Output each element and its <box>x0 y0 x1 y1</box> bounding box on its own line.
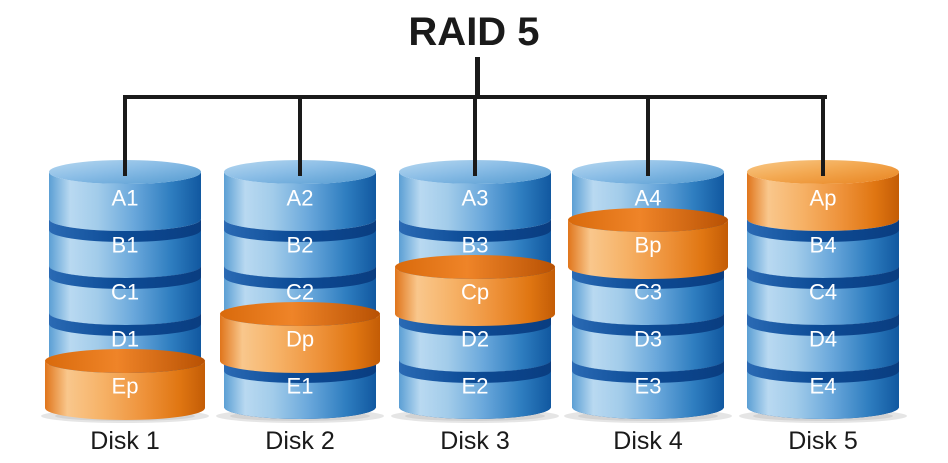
disk-label: Disk 4 <box>613 427 683 455</box>
data-block <box>747 371 899 419</box>
block-label: C3 <box>634 280 662 305</box>
block-label: E2 <box>462 374 489 399</box>
data-block <box>747 324 899 372</box>
block-label: E4 <box>810 374 837 399</box>
parity-block <box>45 361 205 420</box>
block-label: Ep <box>112 374 139 399</box>
block-label: Ap <box>810 186 837 211</box>
block-label: B4 <box>810 233 837 258</box>
parity-block <box>568 220 728 279</box>
disk-connector-line <box>123 95 127 176</box>
block-label: B1 <box>112 233 139 258</box>
parity-rim <box>395 255 555 279</box>
data-block <box>224 230 376 278</box>
block-label: Dp <box>286 327 314 352</box>
data-block <box>747 277 899 325</box>
block-label: Cp <box>461 280 489 305</box>
data-block <box>49 230 201 278</box>
data-block <box>399 324 551 372</box>
block-label: E1 <box>287 374 314 399</box>
parity-block <box>220 314 380 373</box>
block-label: A1 <box>112 186 139 211</box>
disk-connector-line <box>473 95 477 176</box>
data-block <box>49 172 201 231</box>
block-label: C1 <box>111 280 139 305</box>
parity-rim <box>45 349 205 373</box>
disk-label: Disk 1 <box>90 427 160 455</box>
disk-connector-line <box>821 95 825 176</box>
parity-rim <box>568 208 728 232</box>
block-label: D1 <box>111 327 139 352</box>
data-block <box>49 277 201 325</box>
disk-connector-line <box>646 95 650 176</box>
block-label: E3 <box>635 374 662 399</box>
data-block <box>224 371 376 419</box>
block-label: C2 <box>286 280 314 305</box>
data-block <box>572 371 724 419</box>
disk-connector-line <box>298 95 302 176</box>
diagram-title: RAID 5 <box>408 10 540 54</box>
block-label: B2 <box>287 233 314 258</box>
data-block <box>572 324 724 372</box>
block-label: A2 <box>287 186 314 211</box>
disk-label: Disk 2 <box>265 427 335 455</box>
parity-block <box>395 267 555 326</box>
parity-block <box>747 172 899 231</box>
data-block <box>224 172 376 231</box>
parity-rim <box>220 302 380 326</box>
title-connector-line <box>475 57 480 97</box>
block-label: B3 <box>462 233 489 258</box>
disk-label: Disk 3 <box>440 427 510 455</box>
data-block <box>747 230 899 278</box>
disk-label: Disk 5 <box>788 427 858 455</box>
data-block <box>399 371 551 419</box>
block-label: A3 <box>462 186 489 211</box>
block-label: Bp <box>635 233 662 258</box>
block-label: D3 <box>634 327 662 352</box>
data-block <box>572 277 724 325</box>
block-label: D2 <box>461 327 489 352</box>
block-label: D4 <box>809 327 837 352</box>
block-label: A4 <box>635 186 662 211</box>
data-block <box>399 172 551 231</box>
block-label: C4 <box>809 280 837 305</box>
